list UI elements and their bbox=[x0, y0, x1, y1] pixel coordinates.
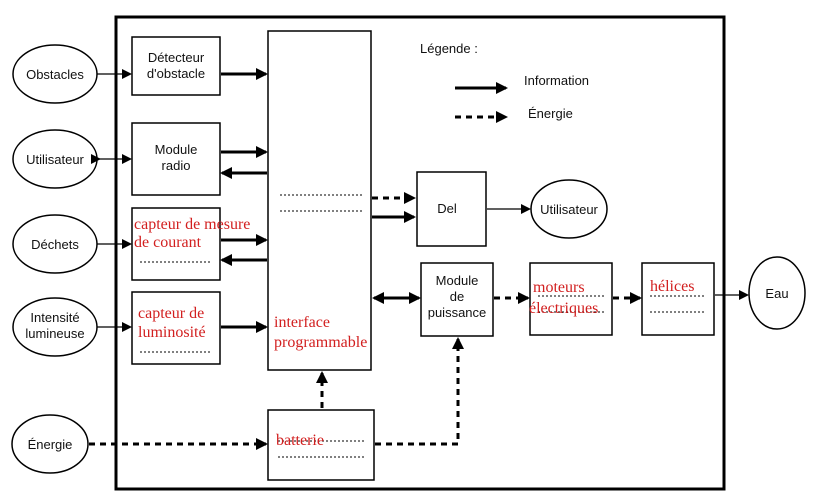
intensite-label-line1: Intensité bbox=[30, 310, 79, 325]
detecteur-obstacle-block bbox=[131, 36, 221, 96]
module-radio-label-line1: Module bbox=[155, 142, 198, 157]
utilisateur-left-label: Utilisateur bbox=[26, 152, 84, 167]
interface-label-line1: interface bbox=[274, 314, 330, 331]
del-block bbox=[416, 171, 487, 247]
energie-ellipse bbox=[11, 414, 89, 474]
module-puissance-label-line2: de bbox=[450, 289, 464, 304]
eau-label: Eau bbox=[765, 286, 788, 301]
system-boundary bbox=[114, 15, 726, 491]
interface-label-line2: programmable bbox=[274, 334, 367, 351]
energie-label: Énergie bbox=[28, 437, 73, 452]
arrow-batterie-puissance bbox=[375, 337, 464, 446]
capteur-lum-label-line2: luminosité bbox=[138, 324, 206, 341]
utilisateur-right-label: Utilisateur bbox=[540, 202, 598, 217]
detecteur-label-line1: Détecteur bbox=[148, 50, 205, 65]
batterie-label: batterie bbox=[276, 432, 324, 449]
helices-block bbox=[641, 262, 715, 336]
legend: Légende : Information Énergie bbox=[420, 41, 589, 123]
batterie-block bbox=[267, 409, 375, 481]
utilisateur-right-ellipse bbox=[530, 179, 608, 239]
obstacles-label: Obstacles bbox=[26, 67, 84, 82]
capteur-courant-label-line2: de courant bbox=[134, 234, 202, 251]
moteurs-electriques-block bbox=[529, 262, 613, 336]
module-radio-label-line2: radio bbox=[162, 158, 191, 173]
del-label: Del bbox=[437, 201, 457, 216]
eau-ellipse bbox=[748, 256, 806, 330]
module-radio-block bbox=[131, 122, 221, 196]
capteur-courant-label-line1: capteur de mesure bbox=[134, 216, 250, 233]
module-puissance-label-line1: Module bbox=[436, 273, 479, 288]
moteurs-label-line1: moteurs bbox=[533, 279, 585, 296]
detecteur-label-line2: d'obstacle bbox=[147, 66, 205, 81]
dechets-label: Déchets bbox=[31, 237, 79, 252]
intensite-label-line2: lumineuse bbox=[25, 326, 84, 341]
helices-label: hélices bbox=[650, 278, 694, 295]
module-puissance-label-line3: puissance bbox=[428, 305, 487, 320]
moteurs-label-line2: électriques bbox=[529, 300, 598, 317]
legend-title: Légende : bbox=[420, 41, 478, 56]
interface-programmable-block bbox=[267, 30, 372, 371]
capteur-courant-block bbox=[131, 207, 221, 281]
legend-information-label: Information bbox=[524, 73, 589, 88]
legend-energie-label: Énergie bbox=[528, 106, 573, 121]
capteur-lum-label-line1: capteur de bbox=[138, 305, 204, 322]
module-puissance-block bbox=[420, 262, 494, 337]
